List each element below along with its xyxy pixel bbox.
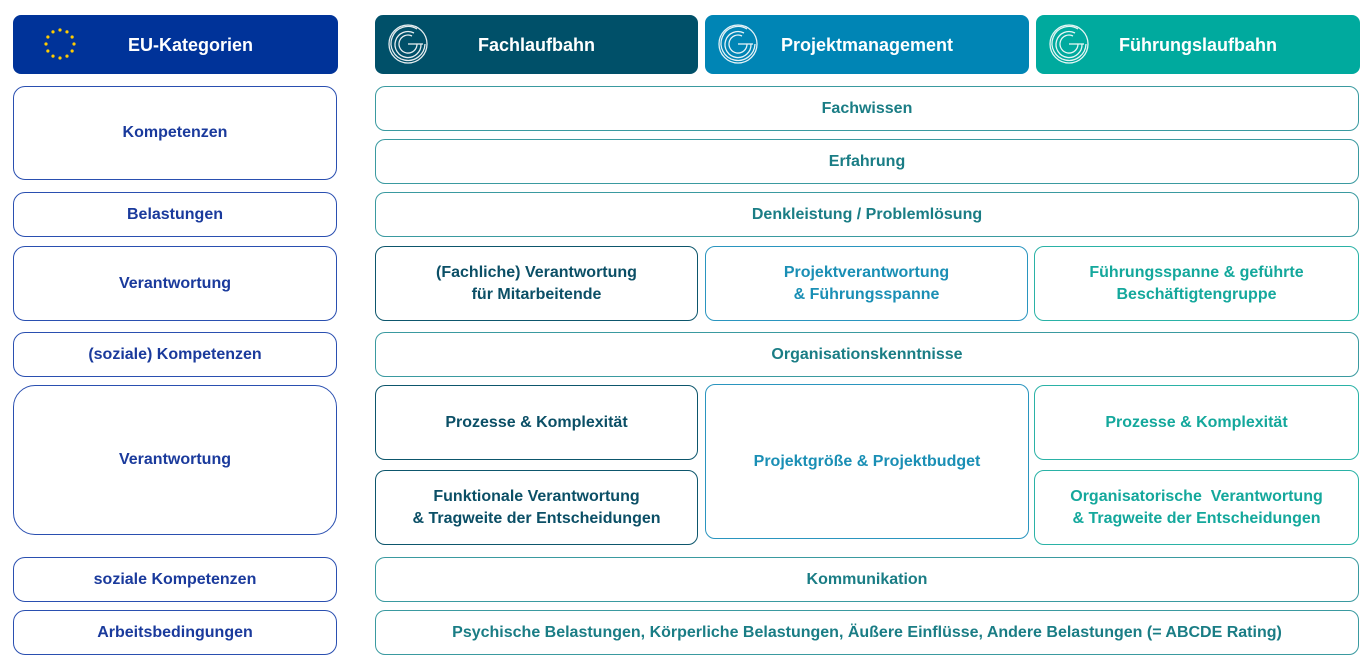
text-line: & Tragweite der Entscheidungen — [1072, 509, 1321, 527]
header-projekt-label: Projektmanagement — [780, 34, 954, 55]
cell-denkleistung: Denkleistung / Problemlösung — [375, 192, 1359, 237]
text-line: Organisatorische Verantwortung — [1070, 487, 1323, 505]
header-fuehrungslaufbahn: Führungslaufbahn — [1036, 15, 1360, 74]
header-fuehrung-label: Führungslaufbahn — [1119, 34, 1277, 55]
logo-swirl-icon — [388, 24, 428, 64]
cell-projekt-verantwortung: Projektverantwortung & Führungsspanne — [705, 246, 1028, 321]
cell-fach-prozesse: Prozesse & Komplexität — [375, 385, 698, 460]
cell-fach-funktional: Funktionale Verantwortung & Tragweite der… — [375, 470, 698, 545]
cell-erfahrung: Erfahrung — [375, 139, 1359, 184]
eu-stars-icon — [44, 28, 76, 60]
text-line: (Fachliche) Verantwortung — [436, 263, 637, 281]
cell-projekt-groesse: Projektgröße & Projektbudget — [705, 384, 1029, 539]
cell-kommunikation: Kommunikation — [375, 557, 1359, 602]
header-eu-kategorien: EU-Kategorien — [13, 15, 338, 74]
eu-category: Verantwortung — [13, 385, 337, 535]
text-line: Funktionale Verantwortung — [433, 487, 640, 505]
header-eu-label: EU-Kategorien — [127, 34, 253, 55]
text-line: Führungsspanne & geführte — [1089, 263, 1304, 281]
cell-fachwissen: Fachwissen — [375, 86, 1359, 131]
cell-fuehrung-prozesse: Prozesse & Komplexität — [1034, 385, 1359, 460]
header-projektmanagement: Projektmanagement — [705, 15, 1029, 74]
text-line: & Führungsspanne — [793, 285, 940, 303]
eu-category: Arbeitsbedingungen — [13, 610, 337, 655]
eu-category: Verantwortung — [13, 246, 337, 321]
cell-organisation: Organisationskenntnisse — [375, 332, 1359, 377]
cell-fuehrung-org: Organisatorische Verantwortung & Tragweit… — [1034, 470, 1359, 545]
text-line: für Mitarbeitende — [471, 285, 602, 303]
logo-swirl-icon — [1049, 24, 1089, 64]
header-fach-label: Fachlaufbahn — [477, 34, 595, 55]
eu-category: Kompetenzen — [13, 86, 337, 180]
cell-fach-verantwortung: (Fachliche) Verantwortung für Mitarbeiten… — [375, 246, 698, 321]
eu-category: Belastungen — [13, 192, 337, 237]
text-line: Projektverantwortung — [783, 263, 950, 281]
text-line: Beschäftigtengruppe — [1116, 285, 1277, 303]
logo-swirl-icon — [718, 24, 758, 64]
eu-category: soziale Kompetenzen — [13, 557, 337, 602]
header-fachlaufbahn: Fachlaufbahn — [375, 15, 698, 74]
cell-belastungen: Psychische Belastungen, Körperliche Bela… — [375, 610, 1359, 655]
text-line: & Tragweite der Entscheidungen — [412, 509, 661, 527]
eu-category: (soziale) Kompetenzen — [13, 332, 337, 377]
